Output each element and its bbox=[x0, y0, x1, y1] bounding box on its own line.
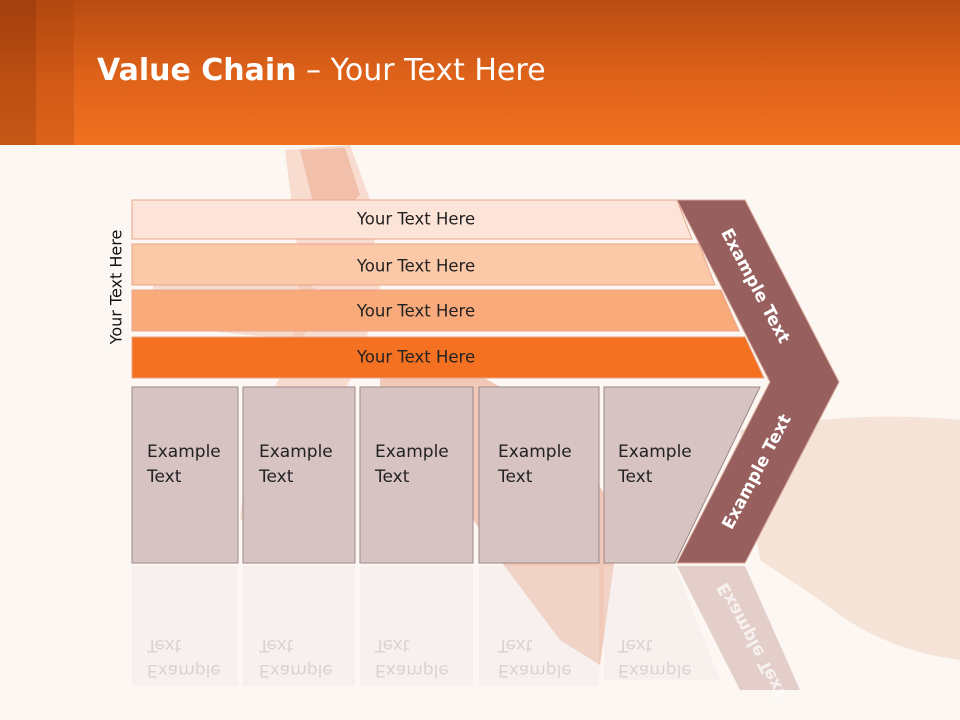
decorative-strip bbox=[36, 0, 74, 145]
activity-box-2 bbox=[242, 386, 356, 564]
activity-box-1 bbox=[131, 386, 239, 564]
support-band-4 bbox=[131, 336, 765, 379]
chevron-reflection bbox=[677, 566, 800, 690]
activity-box-4 bbox=[478, 386, 600, 564]
band-label-1: Your Text Here bbox=[356, 209, 476, 229]
support-band-1 bbox=[131, 199, 693, 240]
reflection bbox=[132, 566, 720, 686]
activity-box-3 bbox=[359, 386, 474, 564]
support-band-2 bbox=[131, 243, 716, 286]
title-bar: Value Chain – Your Text Here bbox=[0, 0, 960, 145]
decorative-strip bbox=[0, 0, 36, 145]
slide-title: Value Chain – Your Text Here bbox=[97, 53, 546, 88]
band-label-3: Your Text Here bbox=[356, 301, 476, 321]
band-label-4: Your Text Here bbox=[356, 347, 476, 367]
band-label-2: Your Text Here bbox=[356, 256, 476, 276]
support-band-3 bbox=[131, 289, 740, 332]
activity-box-5 bbox=[603, 386, 761, 564]
margin-chevron bbox=[676, 199, 840, 564]
